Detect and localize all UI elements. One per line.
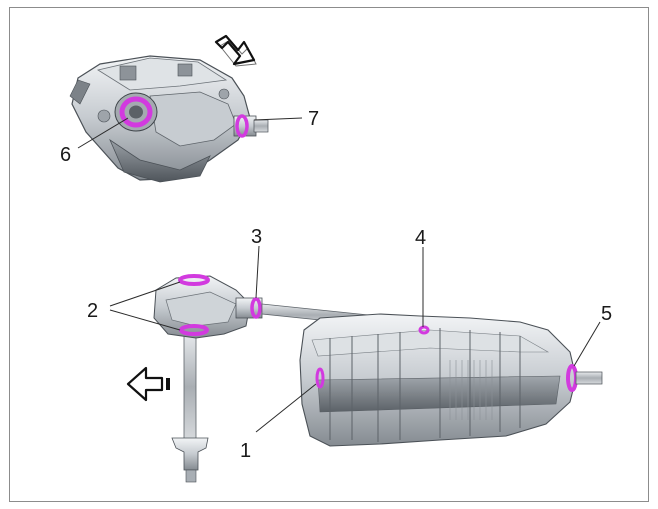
- front-driveshaft: [171, 331, 209, 483]
- seal-3-highlight: [250, 297, 262, 319]
- leader-2a: [109, 281, 181, 307]
- direction-arrow-lower: [126, 366, 170, 402]
- leader-2b: [109, 309, 181, 331]
- leader-7: [253, 117, 303, 121]
- callout-5: 5: [601, 303, 612, 325]
- leader-lines: [77, 117, 601, 433]
- callout-2: 2: [87, 300, 98, 322]
- seal-7-highlight: [235, 114, 249, 138]
- seal-2a-highlight: [178, 274, 210, 286]
- callout-1: 1: [240, 440, 251, 462]
- seal-2b-highlight: [179, 324, 209, 336]
- leader-1: [255, 383, 317, 433]
- callout-7: 7: [308, 108, 319, 130]
- seal-1-highlight: [315, 367, 325, 389]
- transfer-case: [153, 274, 263, 339]
- rear-differential: [69, 55, 269, 183]
- callout-4: 4: [415, 227, 426, 249]
- seal-4-highlight: [418, 325, 430, 335]
- callout-3: 3: [251, 226, 262, 248]
- leader-3: [255, 245, 260, 299]
- direction-arrow-upper: [214, 34, 257, 67]
- leader-6: [77, 117, 129, 149]
- callout-6: 6: [60, 144, 71, 166]
- transmission: [299, 313, 603, 447]
- leader-5: [573, 321, 601, 367]
- seal-6-highlight: [119, 96, 153, 128]
